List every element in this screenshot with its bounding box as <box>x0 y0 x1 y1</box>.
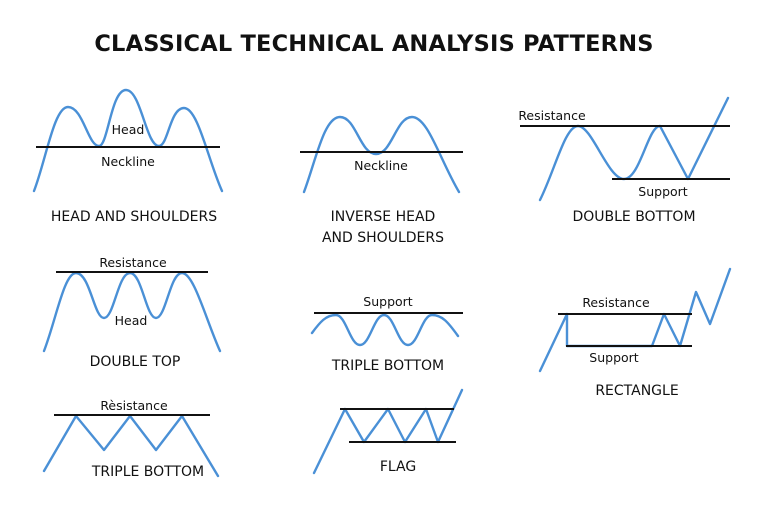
pattern-head-and-shoulders: Head Neckline HEAD AND SHOULDERS <box>32 88 224 225</box>
db-support-label: Support <box>638 184 688 199</box>
hs-price-curve <box>32 88 224 193</box>
hs-neckline-label: Neckline <box>101 154 155 169</box>
pattern-inverse-head-and-shoulders: Neckline INVERSE HEAD AND SHOULDERS <box>300 115 463 246</box>
db-title: DOUBLE BOTTOM <box>572 209 695 225</box>
ihs-price-curve <box>302 115 461 194</box>
tbm-support-label: Support <box>363 294 413 309</box>
pattern-triple-bottom-left: Rèsistance TRIPLE BOTTOM <box>42 398 220 480</box>
ihs-title-line1: INVERSE HEAD <box>331 209 436 225</box>
hs-title: HEAD AND SHOULDERS <box>51 209 217 225</box>
hs-head-label: Head <box>112 122 145 137</box>
rect-resistance-label: Resistance <box>582 295 650 310</box>
main-title: CLASSICAL TECHNICAL ANALYSIS PATTERNS <box>94 31 653 57</box>
db-price-curve <box>538 96 730 202</box>
tbm-title: TRIPLE BOTTOM <box>331 358 444 374</box>
db-resistance-label: Resistance <box>518 108 586 123</box>
dt-price-curve <box>42 271 222 353</box>
flag-title: FLAG <box>380 459 416 475</box>
pattern-double-bottom: Resistance Support DOUBLE BOTTOM <box>518 96 730 225</box>
pattern-double-top: Resistance Head DOUBLE TOP <box>42 255 222 370</box>
tbl-price-curve <box>42 414 220 478</box>
ihs-title-line2: AND SHOULDERS <box>322 230 444 246</box>
dt-resistance-label: Resistance <box>99 255 167 270</box>
dt-head-label: Head <box>115 313 148 328</box>
tbl-resistance-label: Rèsistance <box>100 398 168 413</box>
tbm-price-curve <box>310 313 460 347</box>
rect-support-label: Support <box>589 350 639 365</box>
ihs-neckline-label: Neckline <box>354 158 408 173</box>
flag-price-curve <box>312 388 464 475</box>
tbl-title: TRIPLE BOTTOM <box>91 464 204 480</box>
pattern-triple-bottom-middle: Support TRIPLE BOTTOM <box>310 294 463 374</box>
pattern-flag: FLAG <box>312 388 464 475</box>
pattern-rectangle: Resistance Support RECTANGLE <box>538 267 732 399</box>
dt-title: DOUBLE TOP <box>90 354 181 370</box>
rect-title: RECTANGLE <box>595 383 678 399</box>
